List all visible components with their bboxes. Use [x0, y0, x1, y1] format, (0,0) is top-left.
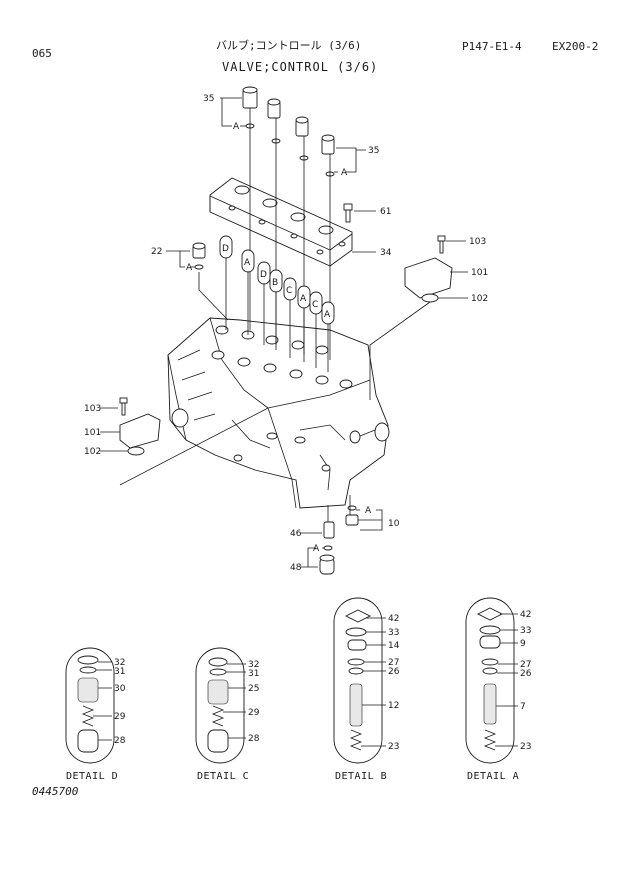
detail-d-part: 30 — [114, 684, 126, 694]
callout-label: 22 — [151, 247, 162, 257]
bore-label: A — [300, 294, 307, 304]
callout-label: 35 — [368, 146, 379, 156]
detail-c-part: 29 — [248, 708, 260, 718]
bolt-61 — [343, 203, 353, 223]
callout-label: 103 — [84, 404, 101, 414]
title-japanese: バルブ;コントロール (3/6) — [216, 39, 362, 52]
page-code: P147-E1-4 — [462, 40, 522, 53]
plug-group-35 — [242, 86, 335, 360]
valve-body — [167, 317, 390, 509]
detail-a-part: 33 — [520, 626, 531, 636]
detail-b-part: 27 — [388, 658, 399, 668]
detail-d-part: 32 — [114, 658, 125, 668]
detail-a-part: 26 — [520, 669, 532, 679]
callout-label: 61 — [380, 207, 391, 217]
detail-c-part: 32 — [248, 660, 259, 670]
reference-a: A — [233, 122, 240, 132]
detail-b-part: 42 — [388, 614, 399, 624]
callouts: 35 A 35 A 61 34 22 A 103 101 102 103 101… — [84, 94, 488, 573]
detail-b-part: 12 — [388, 701, 399, 711]
detail-d-part: 28 — [114, 736, 126, 746]
callout-label: 102 — [84, 447, 101, 457]
detail-b: 42 33 14 27 26 12 23 DETAIL B — [333, 597, 400, 782]
cover-plate — [209, 177, 353, 267]
detail-a-part: 7 — [520, 702, 526, 712]
callout-label: 34 — [380, 248, 392, 258]
leader-lines — [100, 97, 468, 568]
drawing-number: 0445700 — [32, 785, 79, 798]
callout-label: 101 — [84, 428, 101, 438]
side-cover-left — [119, 397, 269, 486]
detail-b-part: 23 — [388, 742, 399, 752]
detail-a-part: 42 — [520, 610, 531, 620]
bore-label: D — [222, 244, 229, 254]
bore-label: C — [312, 300, 318, 310]
callout-label: 48 — [290, 563, 302, 573]
detail-a-part: 23 — [520, 742, 531, 752]
page-number: 065 — [32, 47, 52, 60]
detail-a-label: DETAIL A — [467, 771, 519, 782]
detail-c-label: DETAIL C — [197, 771, 249, 782]
detail-b-part: 33 — [388, 628, 399, 638]
bore-capsules: D A D B C A C A — [219, 235, 335, 372]
detail-d-label: DETAIL D — [66, 771, 118, 782]
detail-c-part: 31 — [248, 669, 259, 679]
callout-label: 10 — [388, 519, 400, 529]
plug-22 — [192, 242, 229, 321]
detail-b-label: DETAIL B — [335, 771, 387, 782]
detail-c: 32 31 25 29 28 DETAIL C — [195, 647, 260, 782]
detail-a-part: 27 — [520, 660, 531, 670]
callout-label: 46 — [290, 529, 302, 539]
detail-d: 32 31 30 29 28 DETAIL D — [65, 647, 126, 782]
detail-d-part: 31 — [114, 667, 125, 677]
bore-label: C — [286, 286, 292, 296]
detail-a: 42 33 9 27 26 7 23 DETAIL A — [465, 597, 532, 782]
detail-b-part: 14 — [388, 641, 400, 651]
bore-label: A — [324, 310, 331, 320]
reference-a: A — [186, 263, 193, 273]
reference-a: A — [313, 544, 320, 554]
detail-c-part: 25 — [248, 684, 259, 694]
bore-label: A — [244, 258, 251, 268]
side-cover-right — [369, 235, 453, 400]
model-code: EX200-2 — [552, 40, 599, 53]
callout-label: 102 — [471, 294, 488, 304]
callout-label: 101 — [471, 268, 488, 278]
bore-label: B — [272, 278, 278, 288]
detail-b-part: 26 — [388, 667, 400, 677]
bore-label: D — [260, 270, 267, 280]
callout-label: 35 — [203, 94, 214, 104]
detail-d-part: 29 — [114, 712, 126, 722]
detail-c-part: 28 — [248, 734, 260, 744]
page-title: VALVE;CONTROL (3/6) — [222, 60, 379, 74]
detail-a-part: 9 — [520, 639, 526, 649]
lower-parts — [319, 495, 359, 575]
callout-label: 103 — [469, 237, 486, 247]
reference-a: A — [365, 506, 372, 516]
reference-a: A — [341, 168, 348, 178]
